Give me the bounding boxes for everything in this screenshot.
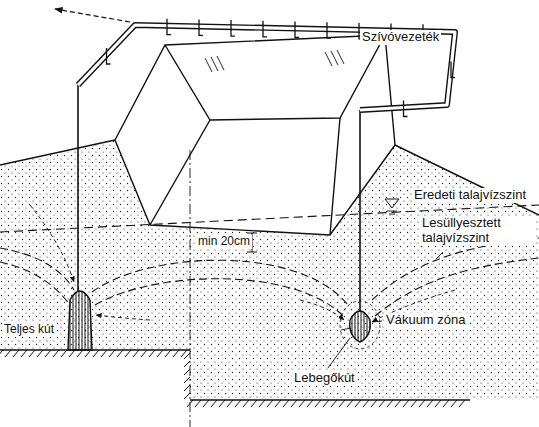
label: Eredeti talajvízszint bbox=[412, 188, 528, 203]
label: Lebegőkút bbox=[292, 371, 357, 386]
label: min 20cm bbox=[196, 235, 252, 249]
base-hatch bbox=[0, 350, 465, 407]
flow-arrows bbox=[30, 205, 455, 322]
pit-edges bbox=[0, 35, 539, 235]
label: Teljes kút bbox=[2, 323, 56, 337]
suction-pipe bbox=[78, 19, 455, 117]
vacuum-zone bbox=[340, 301, 380, 349]
section-line bbox=[190, 150, 191, 427]
floating-well bbox=[350, 311, 371, 342]
flow-direction bbox=[55, 9, 130, 22]
slope-hatch bbox=[205, 50, 344, 72]
water-level-symbol bbox=[385, 199, 399, 208]
impermeable-base bbox=[0, 350, 539, 427]
well-riser bbox=[78, 85, 360, 312]
excavation-pit bbox=[115, 35, 395, 235]
full-well bbox=[68, 291, 92, 350]
label: Szívóvezeték bbox=[360, 30, 441, 45]
label: Vákuum zóna bbox=[384, 313, 468, 328]
label: Lesüllyesztett talajvízszint bbox=[420, 216, 536, 246]
